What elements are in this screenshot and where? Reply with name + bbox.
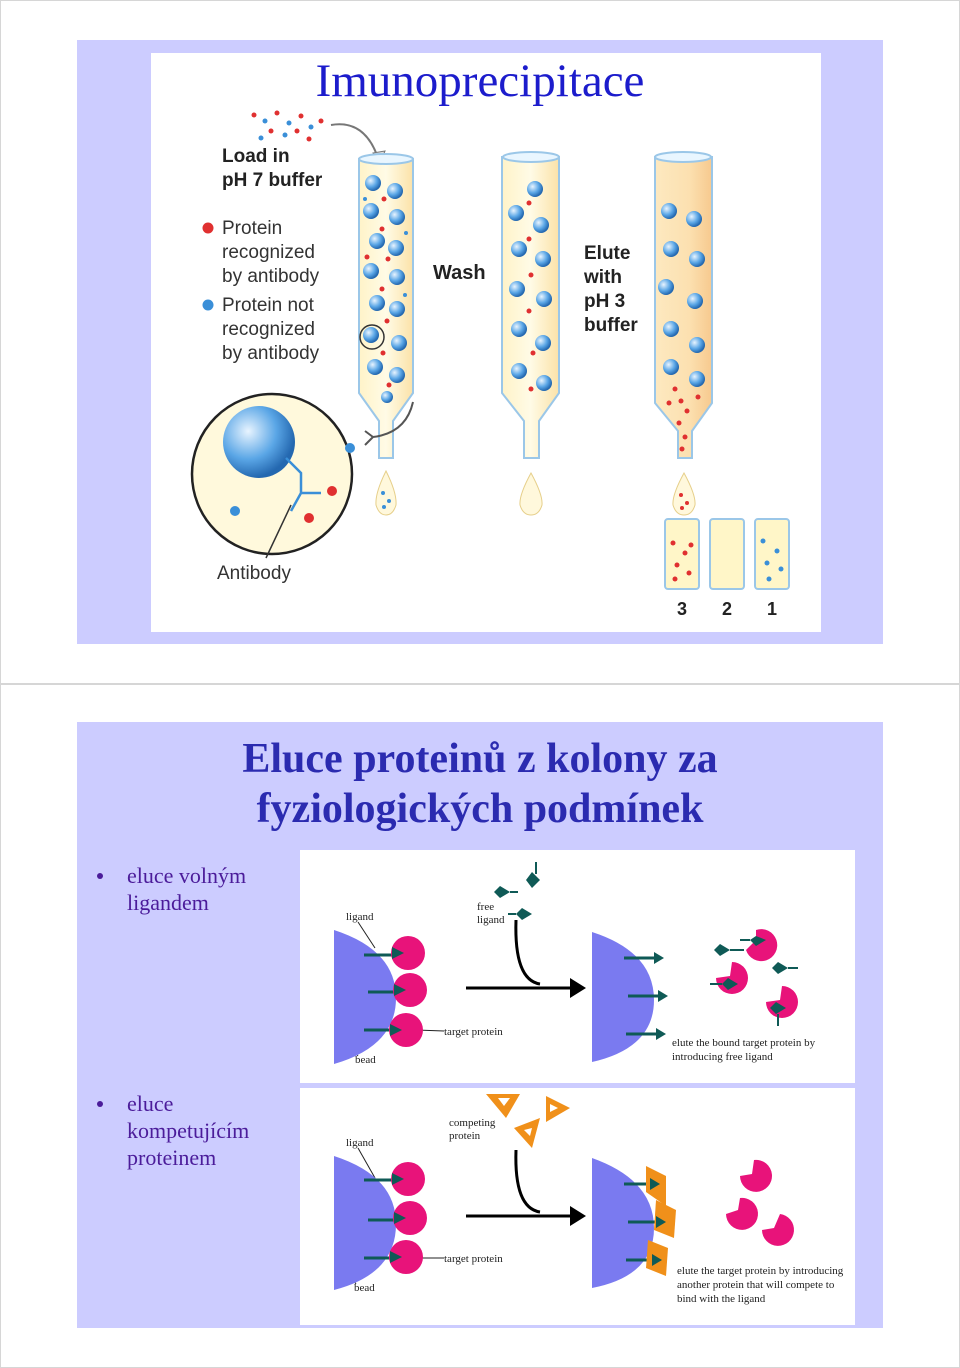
column-2	[501, 151, 560, 516]
caption-2: introducing free ligand	[672, 1051, 773, 1063]
bead-label-2: bead	[354, 1282, 375, 1294]
legend-recognized-1: Protein	[222, 218, 282, 239]
caption2-1: elute the target protein by introducing	[677, 1265, 844, 1277]
immunoprecipitation-figure: Load in pH 7 buffer Protein recognized b…	[151, 53, 821, 632]
legend-recognized-3: by antibody	[222, 266, 320, 287]
bullet-free-ligand: eluce volným ligandem	[97, 862, 297, 916]
panel-free-ligand: ligand bead target protein free ligand e…	[300, 850, 855, 1083]
bead-left	[334, 930, 396, 1064]
competing-protein-diagram: ligand bead target protein competing pro…	[334, 1094, 844, 1305]
slide2-title-line2: fyziologických podmínek	[256, 786, 704, 832]
bead-right	[592, 932, 654, 1062]
free-ligand-label-1: free	[477, 901, 494, 913]
bullet-text-1: eluce volným ligandem	[127, 863, 247, 915]
slide-physiological-elution: Eluce proteinů z kolony za fyziologickýc…	[77, 722, 883, 1328]
legend-recognized-2: recognized	[222, 242, 315, 263]
load-label-2: pH 7 buffer	[222, 170, 323, 191]
bullet-dot	[97, 873, 103, 879]
bead-right-2	[592, 1158, 654, 1288]
elute-label-2: with	[583, 267, 622, 288]
competing-label-1: competing	[449, 1117, 496, 1129]
incoming-proteins	[251, 110, 324, 142]
caption-1: elute the bound target protein by	[672, 1037, 816, 1049]
panel-competing-protein: ligand bead target protein competing pro…	[300, 1088, 855, 1325]
ligand-label: ligand	[346, 911, 374, 923]
tube-label-2: 2	[722, 599, 732, 619]
legend-not-recognized-dot	[202, 299, 214, 311]
caption2-2: another protein that will compete to	[677, 1279, 835, 1291]
caption2-3: bind with the ligand	[677, 1293, 766, 1305]
antibody-zoom	[190, 392, 414, 559]
bullet-competing-protein: eluce kompetujícím proteinem	[97, 1090, 297, 1171]
bead-label: bead	[355, 1054, 376, 1066]
elute-label-3: pH 3	[584, 291, 625, 312]
bullet-text-2: eluce kompetujícím proteinem	[127, 1091, 250, 1170]
immunoprecipitation-diagram: Load in pH 7 buffer Protein recognized b…	[190, 110, 790, 619]
tube-label-3: 3	[677, 599, 687, 619]
free-ligand-label-2: ligand	[477, 914, 505, 926]
elute-label-1: Elute	[584, 243, 630, 264]
legend-not-recognized-1: Protein not	[222, 295, 315, 316]
competing-label-2: protein	[449, 1130, 481, 1142]
free-ligand-diagram: ligand bead target protein free ligand e…	[334, 862, 816, 1066]
legend-recognized-dot	[202, 222, 214, 234]
bullet-dot	[97, 1101, 103, 1107]
slide2-title-line1: Eluce proteinů z kolony za	[242, 736, 718, 782]
wash-label: Wash	[433, 262, 486, 284]
slide1-title: Imunoprecipitace	[315, 55, 645, 107]
column-1	[358, 153, 414, 516]
antibody-label: Antibody	[217, 563, 291, 584]
legend-not-recognized-3: by antibody	[222, 343, 320, 364]
elute-label-4: buffer	[584, 315, 638, 336]
target-protein-label: target protein	[444, 1026, 503, 1038]
target-protein-label-2: target protein	[444, 1253, 503, 1265]
tube-label-1: 1	[767, 599, 777, 619]
collection-tubes	[664, 518, 790, 590]
ligand-label-2: ligand	[346, 1137, 374, 1149]
column-3	[654, 151, 713, 516]
legend-not-recognized-2: recognized	[222, 319, 315, 340]
slide2-title: Eluce proteinů z kolony za fyziologickýc…	[77, 734, 883, 834]
load-label-1: Load in	[222, 146, 290, 167]
slide-immunoprecipitation: Load in pH 7 buffer Protein recognized b…	[77, 40, 883, 644]
bead-left-2	[334, 1156, 396, 1290]
